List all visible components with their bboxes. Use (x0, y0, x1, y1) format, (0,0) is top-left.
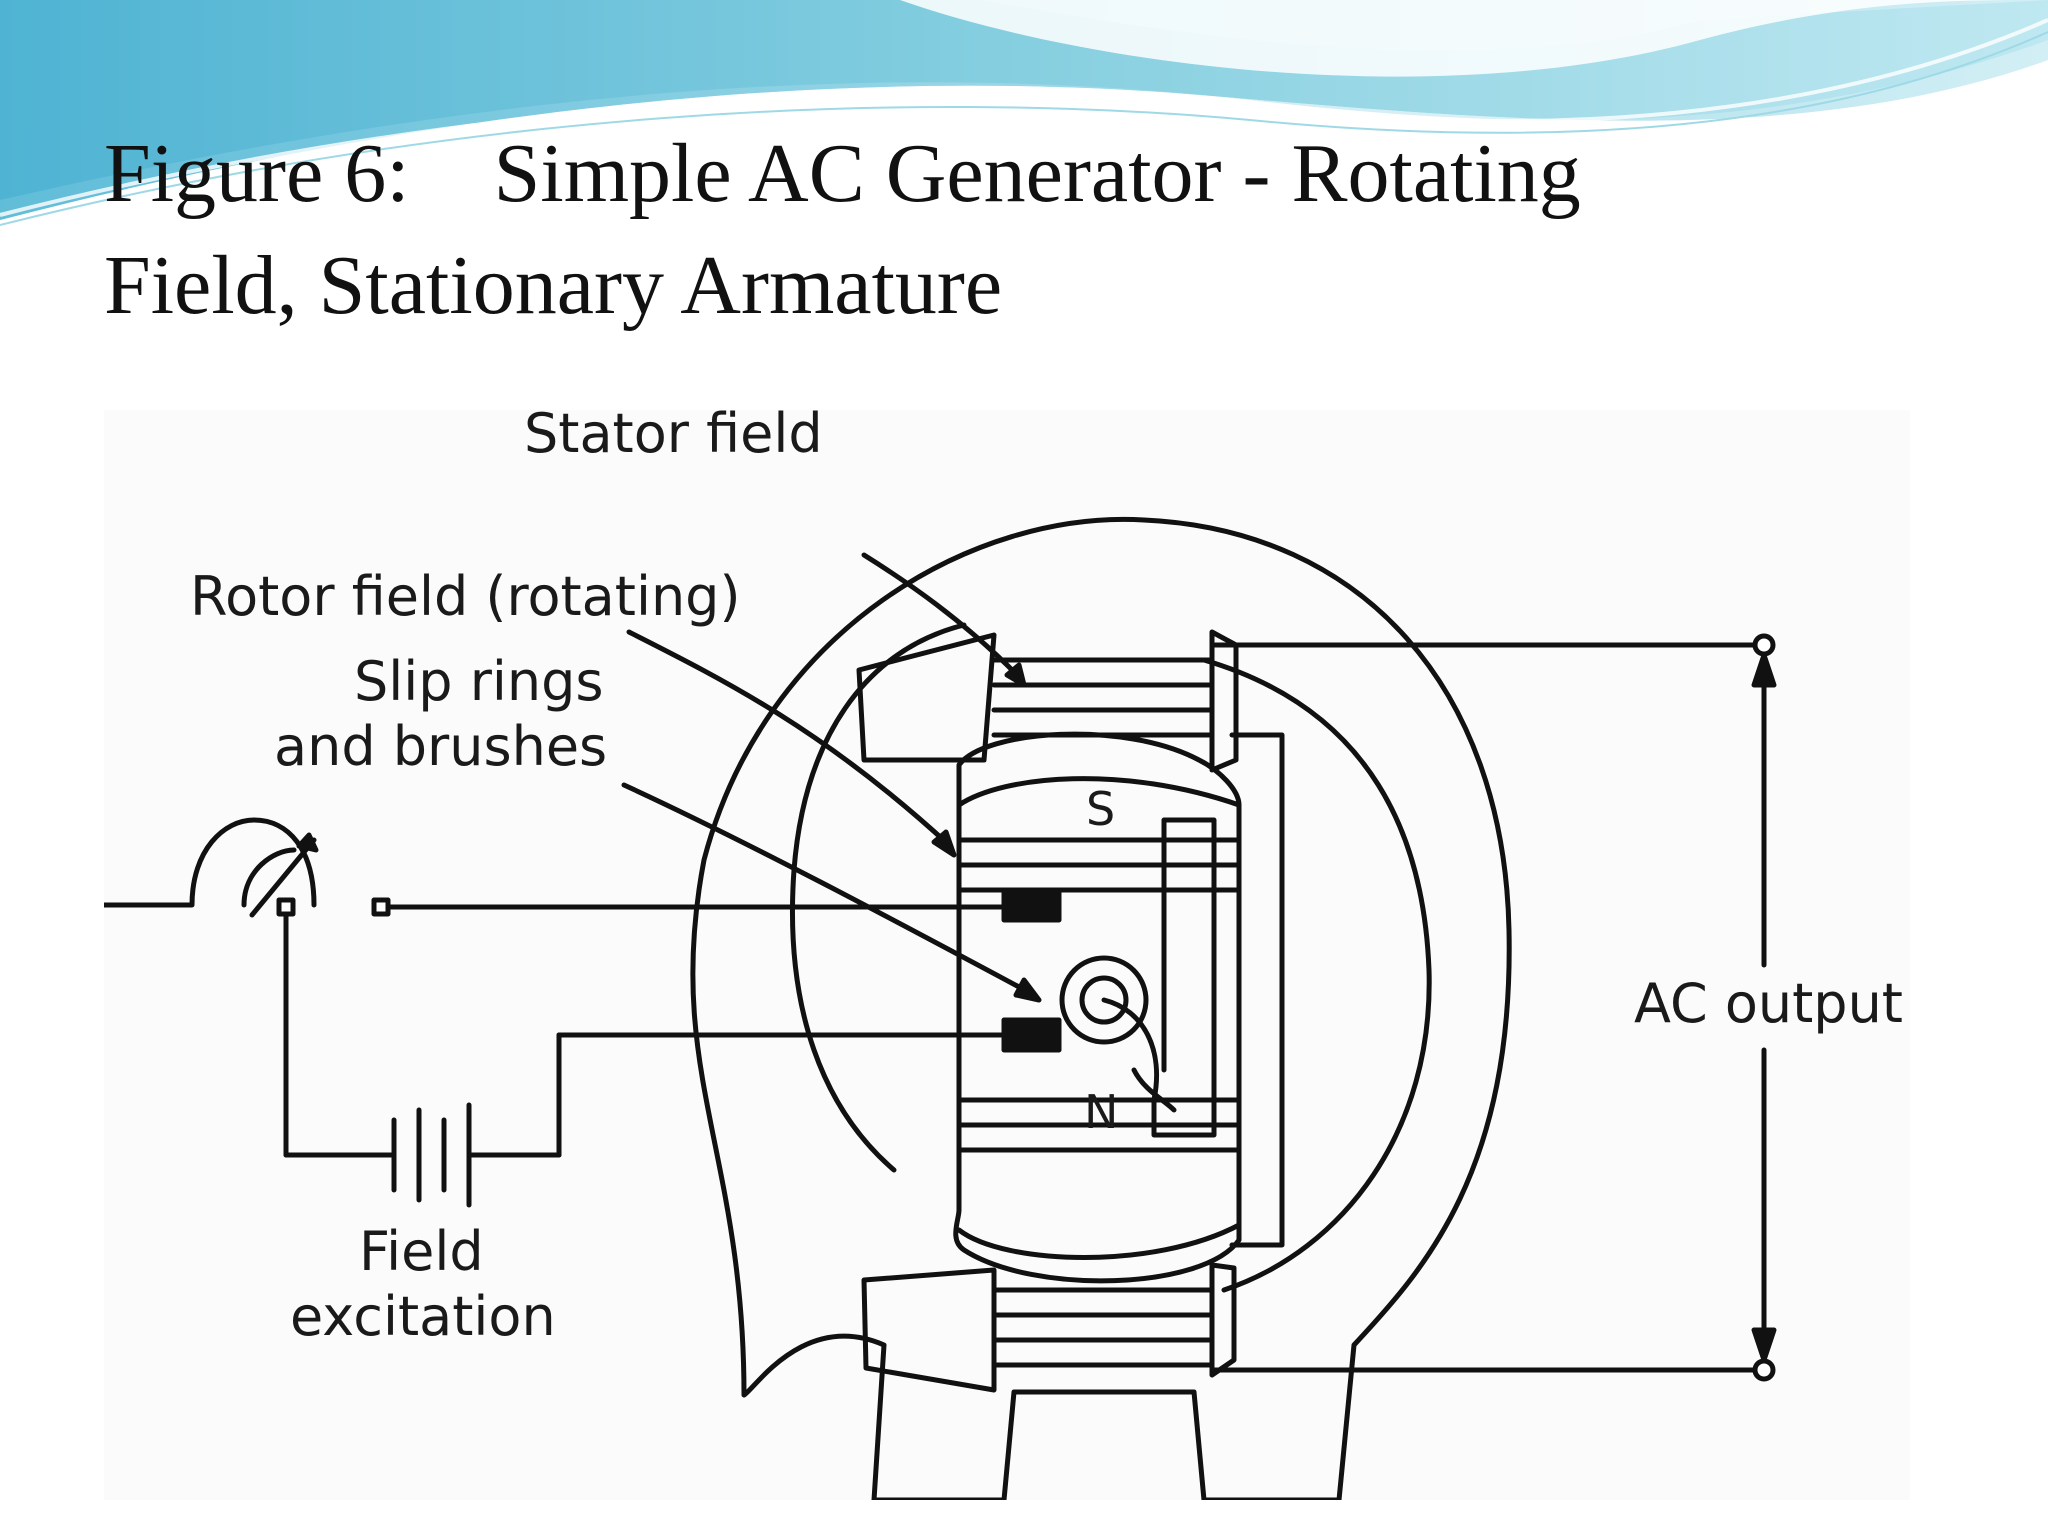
arrow-rotor-field (626, 629, 952, 848)
header-wave-decoration (0, 0, 2048, 226)
output-terminal-top (1752, 633, 1776, 657)
ac-generator-diagram: Stator field Rotor field (rotating) Slip… (104, 410, 1910, 1500)
label-field-excitation-line1: Field (359, 1220, 484, 1283)
label-slip-rings-line2: and brushes (274, 715, 607, 778)
arrow-slip-rings (621, 782, 1037, 998)
input-lead (104, 817, 317, 908)
stator-housing-outline (690, 516, 1512, 1500)
slip-ring-inner (1079, 975, 1129, 1025)
label-pole-north: N (1084, 1085, 1118, 1139)
rotor-outline (953, 731, 1242, 1284)
label-pole-south: S (1086, 782, 1115, 836)
label-ac-output: AC output (1634, 972, 1903, 1035)
label-stator-field: Stator field (524, 410, 823, 465)
title-line-1: Figure 6: Simple AC Generator - Rotating (104, 127, 1581, 220)
arrow-stator-field (861, 552, 1025, 683)
label-slip-rings-line1: Slip rings (354, 650, 604, 713)
label-field-excitation-line2: excitation (290, 1285, 556, 1348)
output-terminal-bottom (1752, 1358, 1776, 1382)
slide-title: Figure 6: Simple AC Generator - Rotating… (104, 118, 1904, 342)
slip-ring-outer (1059, 955, 1149, 1045)
title-line-2: Field, Stationary Armature (104, 239, 1003, 332)
label-rotor-field: Rotor field (rotating) (190, 565, 741, 628)
